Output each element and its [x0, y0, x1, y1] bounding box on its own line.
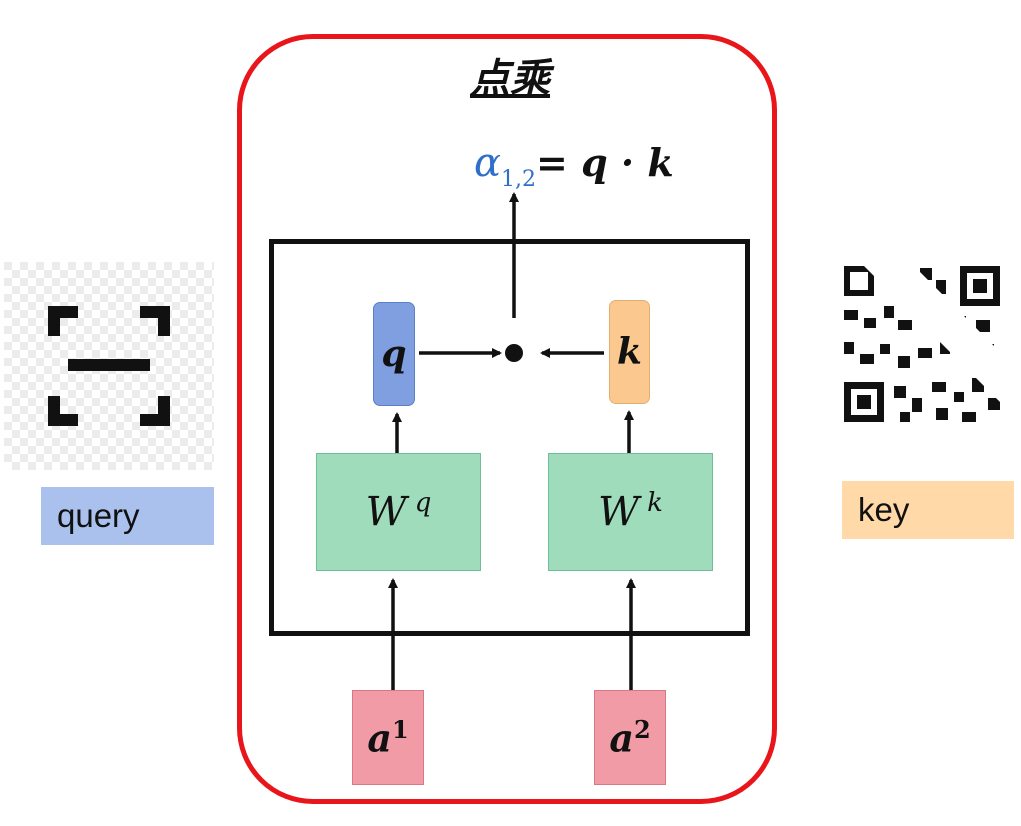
query-text: query: [57, 497, 140, 534]
formula: α1,2= q · k: [474, 140, 734, 196]
a2-sup: 2: [633, 714, 651, 744]
alpha-symbol: α: [474, 140, 502, 186]
alpha-subscript: 1,2: [501, 167, 537, 192]
q-symbol: q: [381, 333, 407, 375]
query-vector-box: q: [373, 302, 415, 406]
wq-sup: q: [414, 488, 432, 519]
a1-symbol: a1: [367, 715, 408, 761]
formula-rhs: = q · k: [536, 140, 674, 185]
qr-code-icon: [836, 258, 1008, 430]
wk-base: W: [598, 489, 640, 536]
wq-base: W: [365, 489, 407, 536]
dot-product-node: [505, 344, 523, 362]
key-text: key: [858, 491, 910, 528]
query-label: query: [41, 487, 214, 545]
a1-base: a: [367, 715, 392, 761]
scan-frame-icon: [4, 262, 214, 470]
wk-sup: k: [647, 488, 663, 519]
k-symbol: k: [617, 331, 642, 373]
attention-block: [269, 239, 750, 636]
a2-base: a: [609, 715, 634, 761]
diagram-title: 点乘: [470, 56, 550, 102]
outer-frame: [237, 34, 777, 804]
key-label: key: [842, 481, 1014, 539]
a1-sup: 1: [391, 714, 409, 744]
key-vector-box: k: [609, 300, 650, 404]
input-a2-box: a2: [594, 690, 666, 785]
a2-symbol: a2: [609, 715, 650, 761]
input-a1-box: a1: [352, 690, 424, 785]
